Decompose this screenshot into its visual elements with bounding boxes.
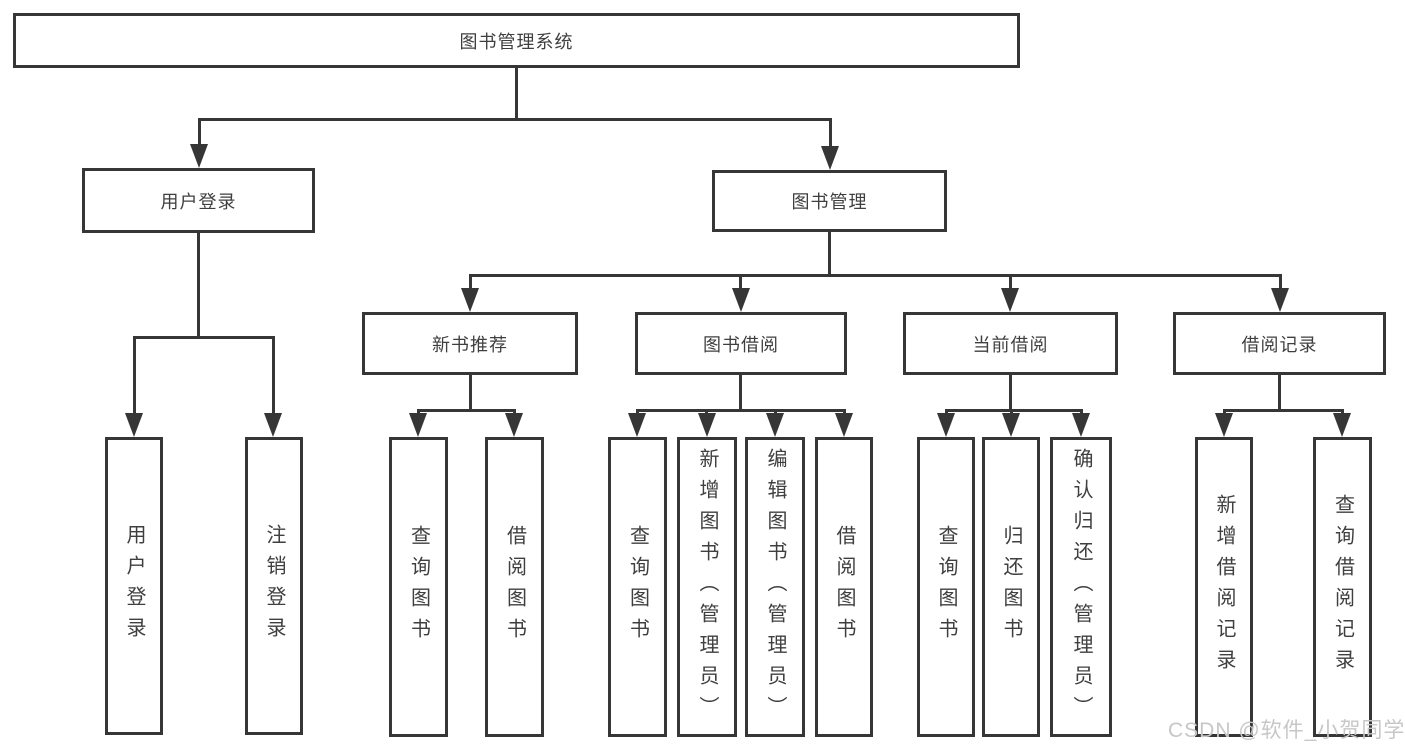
leaf-label: 查询图书 [407, 525, 430, 649]
node-label: 当前借阅 [972, 334, 1049, 355]
connector-line [945, 409, 1082, 412]
connector-line [198, 118, 832, 121]
leaf-borrow-books: 借阅图书 [815, 437, 873, 737]
leaf-user-login: 用户登录 [105, 437, 163, 735]
leaf-label: 确认归还（管理员） [1070, 447, 1092, 727]
csdn-watermark: CSDN @软件_小贺同学 [1168, 719, 1405, 742]
leaf-query-books: 查询图书 [389, 437, 448, 737]
connector-line [1279, 274, 1282, 292]
connector-line [1009, 274, 1012, 292]
node-user-login: 用户登录 [82, 168, 315, 233]
connector-line [417, 409, 516, 412]
leaf-label: 借阅图书 [833, 525, 855, 649]
leaf-return-books: 归还图书 [982, 437, 1040, 737]
connector-line [828, 232, 831, 274]
connector-line [515, 68, 518, 120]
leaf-label: 编辑图书（管理员） [764, 447, 786, 727]
arrow-down-icon [628, 413, 646, 437]
connector-line [469, 375, 472, 409]
leaf-label: 查询借阅记录 [1331, 494, 1354, 680]
arrow-down-icon [505, 413, 523, 437]
leaf-add-books-admin: 新增图书（管理员） [677, 437, 737, 737]
node-new-book-recommend: 新书推荐 [362, 312, 578, 375]
connector-line [636, 409, 845, 412]
arrow-down-icon [409, 413, 427, 437]
arrow-down-icon [1333, 413, 1351, 437]
leaf-query-books: 查询图书 [608, 437, 667, 737]
connector-line [739, 274, 742, 292]
arrow-down-icon [937, 413, 955, 437]
node-book-borrow: 图书借阅 [635, 312, 847, 375]
connector-line [1223, 409, 1344, 412]
leaf-label: 查询图书 [935, 525, 957, 649]
leaf-query-borrow-record: 查询借阅记录 [1313, 437, 1372, 737]
leaf-confirm-return-admin: 确认归还（管理员） [1050, 437, 1112, 737]
arrow-down-icon [190, 144, 208, 168]
node-label: 图书借阅 [703, 334, 779, 355]
arrow-down-icon [1001, 288, 1019, 312]
leaf-edit-books-admin: 编辑图书（管理员） [745, 437, 805, 737]
node-library-management-system: 图书管理系统 [13, 13, 1020, 68]
connector-line [469, 274, 1282, 277]
arrow-down-icon [698, 413, 716, 437]
connector-line [197, 233, 200, 336]
leaf-label: 新增图书（管理员） [696, 447, 718, 727]
arrow-down-icon [835, 413, 853, 437]
node-label: 用户登录 [160, 191, 237, 212]
leaf-label: 注销登录 [263, 524, 285, 648]
node-label: 图书管理 [791, 192, 868, 212]
arrow-down-icon [1271, 288, 1289, 312]
leaf-label: 借阅图书 [503, 525, 526, 649]
connector-line [198, 118, 201, 148]
connector-line [133, 336, 275, 339]
leaf-label: 新增借阅记录 [1213, 494, 1235, 680]
arrow-down-icon [1215, 413, 1233, 437]
leaf-borrow-books: 借阅图书 [485, 437, 544, 737]
arrow-down-icon [1002, 413, 1020, 437]
leaf-label: 用户登录 [123, 524, 145, 648]
leaf-label: 查询图书 [626, 525, 649, 649]
connector-line [469, 274, 472, 292]
node-book-management: 图书管理 [712, 170, 947, 232]
connector-line [272, 336, 275, 418]
arrow-down-icon [766, 413, 784, 437]
arrow-down-icon [264, 413, 282, 437]
node-label: 图书管理系统 [459, 31, 574, 52]
connector-line [1278, 375, 1281, 409]
leaf-add-borrow-record: 新增借阅记录 [1195, 437, 1253, 737]
leaf-query-books: 查询图书 [917, 437, 975, 737]
leaf-logout: 注销登录 [245, 437, 303, 735]
arrow-down-icon [1072, 413, 1090, 437]
connector-line [739, 375, 742, 409]
connector-line [829, 118, 832, 148]
node-current-borrow: 当前借阅 [903, 312, 1118, 375]
connector-line [1009, 375, 1012, 409]
arrow-down-icon [732, 288, 750, 312]
connector-line [133, 336, 136, 418]
arrow-down-icon [461, 288, 479, 312]
node-label: 借阅记录 [1241, 334, 1318, 355]
leaf-label: 归还图书 [1000, 525, 1022, 649]
arrow-down-icon [125, 413, 143, 437]
node-label: 新书推荐 [432, 334, 508, 355]
node-borrow-records: 借阅记录 [1173, 312, 1386, 375]
arrow-down-icon [821, 146, 839, 170]
